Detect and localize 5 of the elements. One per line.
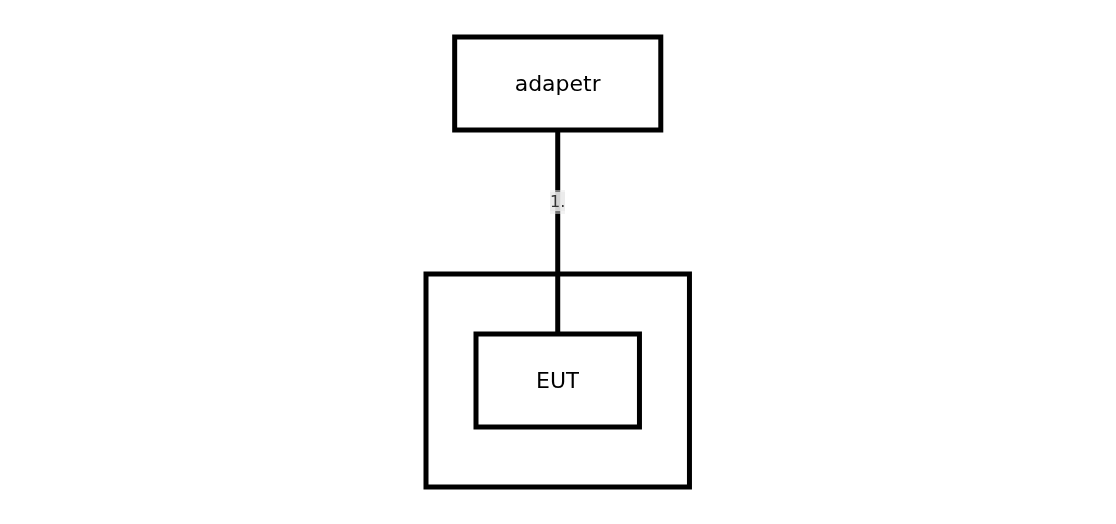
cluster — [423, 271, 693, 490]
connector — [555, 130, 561, 334]
node-box: adapetr — [452, 34, 664, 133]
node-box: EUT — [473, 331, 643, 430]
edge-label: 1. — [550, 192, 566, 211]
